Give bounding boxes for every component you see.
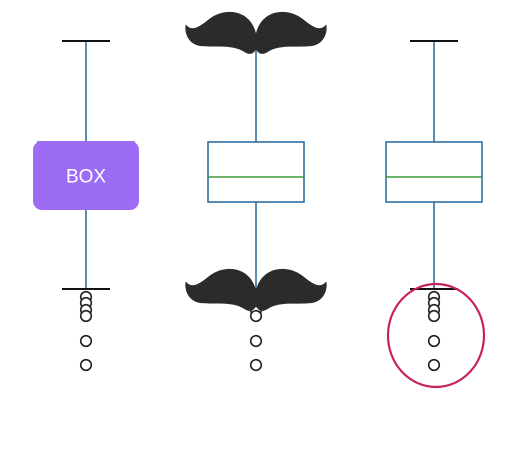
- iqr-box: [385, 141, 483, 203]
- outlier-point: [79, 334, 93, 348]
- purple-box-sticker: [33, 141, 139, 210]
- outlier-point: [249, 358, 263, 372]
- outlier-ellipse: [386, 282, 486, 389]
- outlier-point: [79, 309, 93, 323]
- box-group-2: [207, 40, 305, 372]
- mustache-icon: [185, 11, 327, 54]
- outlier-point: [249, 309, 263, 323]
- iqr-box: [207, 141, 305, 203]
- box-group-3: [385, 40, 486, 389]
- outlier-point: [427, 309, 441, 323]
- outlier-point: [249, 334, 263, 348]
- outlier-point: [427, 334, 441, 348]
- box-group-1: BOX: [33, 40, 139, 372]
- outlier-point: [79, 358, 93, 372]
- box-label: BOX: [66, 167, 106, 188]
- mustache-icon: [185, 268, 327, 311]
- outlier-point: [427, 358, 441, 372]
